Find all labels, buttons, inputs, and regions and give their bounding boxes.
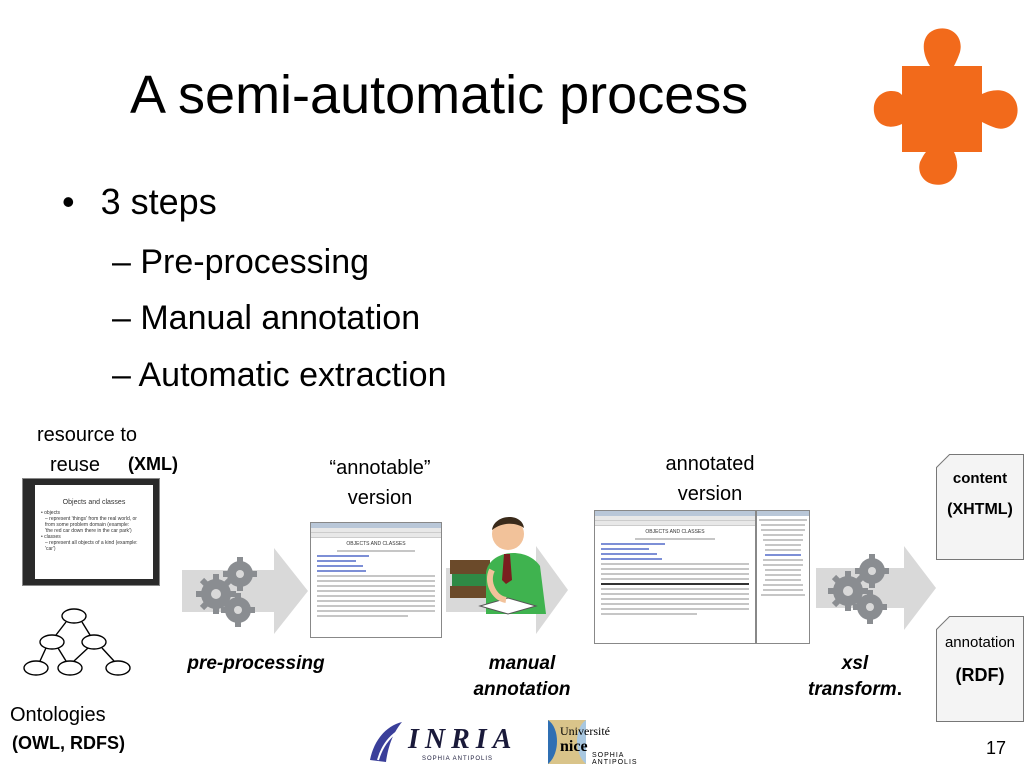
annotation-format: (RDF) [955, 665, 1005, 685]
annotated-screenshot: OBJECTS AND CLASSES [594, 510, 756, 644]
step-xsl-label-line1: xsl [841, 653, 869, 674]
inria-logo: INRIA SOPHIA ANTIPOLIS [366, 720, 526, 766]
resource-label-line1: resource to [36, 424, 138, 446]
gears-arrow-icon-1 [182, 548, 308, 634]
step-manual-label-line2: annotation [473, 679, 571, 700]
resource-screenshot: Objects and classes • objects – represen… [22, 478, 160, 586]
annotable-label-line2: version [347, 487, 413, 509]
unice-line2: nice [560, 738, 588, 755]
annotable-screen-title: OBJECTS AND CLASSES [346, 541, 406, 547]
bullet-text: 3 steps [100, 181, 217, 222]
page-number: 17 [985, 738, 1006, 758]
content-format: (XHTML) [947, 501, 1013, 518]
ontologies-label: Ontologies [10, 704, 106, 726]
slide-title: A semi-automatic process [130, 65, 749, 125]
unice-subtitle: SOPHIA ANTIPOLIS [592, 752, 638, 766]
annotation-label: annotation [944, 634, 1016, 651]
unice-emblem-icon [548, 720, 586, 764]
bullet-steps: • 3 steps [62, 180, 217, 224]
annotable-label-line1: “annotable” [329, 457, 431, 479]
resource-screen-text: • objects – represent 'things' from the … [41, 510, 138, 552]
subitem-manual-annotation: – Manual annotation [112, 299, 421, 337]
subitem-automatic-extraction: – Automatic extraction [112, 356, 447, 394]
annotable-screenshot: OBJECTS AND CLASSES [310, 522, 442, 638]
page-fold-icon [936, 616, 950, 630]
gears-arrow-icon-2 [816, 546, 936, 630]
page-fold-icon [936, 454, 950, 468]
puzzle-piece-icon [873, 28, 1018, 185]
annotation-document: annotation (RDF) [936, 616, 1024, 722]
annotated-label-line2: version [677, 483, 743, 505]
inria-subtitle: SOPHIA ANTIPOLIS [422, 756, 494, 762]
content-label: content [952, 470, 1008, 487]
annotated-screen-title: OBJECTS AND CLASSES [645, 529, 705, 535]
step-preprocessing-label: pre-processing [187, 653, 325, 674]
ontology-panel [756, 510, 810, 644]
subitem-preprocessing: – Pre-processing [112, 243, 370, 281]
resource-format: (XML) [128, 454, 178, 474]
content-document: content (XHTML) [936, 454, 1024, 560]
unice-line1: Université [560, 724, 610, 738]
ontology-tree-icon [23, 608, 131, 676]
unice-logo: Université nice SOPHIA ANTIPOLIS [546, 718, 666, 766]
inria-wordmark: INRIA [408, 724, 518, 755]
bullet-dot: • [62, 181, 75, 222]
step-xsl-label-line2: transform. [808, 679, 902, 700]
resource-screen-title: Objects and classes [62, 499, 126, 506]
annotated-label-line1: annotated [665, 453, 755, 475]
ontologies-format: (OWL, RDFS) [12, 733, 125, 753]
man-reading-arrow-icon [446, 516, 568, 634]
resource-label-line2: reuse [50, 454, 101, 476]
step-manual-label-line1: manual [488, 653, 556, 674]
inria-emblem-icon [370, 722, 402, 762]
